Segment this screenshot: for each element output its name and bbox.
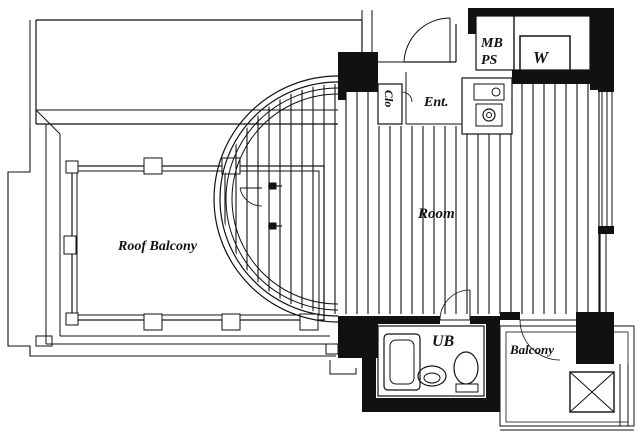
balcony-label: Balcony [509, 342, 554, 357]
washer-label: W [533, 48, 550, 67]
right-window [599, 92, 613, 312]
pipe-space-label: PS [481, 53, 498, 68]
unit-bath-label: UB [432, 333, 455, 350]
entrance [361, 10, 462, 125]
kitchen [461, 77, 513, 135]
room-area [222, 78, 600, 314]
closet-label: Clo [382, 90, 396, 107]
entrance-label: Ent. [423, 95, 449, 110]
walls [338, 8, 614, 412]
roof-balcony-label: Roof Balcony [117, 239, 198, 254]
unit-bath [377, 289, 485, 397]
room-label: Room [417, 206, 455, 222]
utility-block [475, 15, 591, 77]
meter-box-label: MB [480, 36, 503, 51]
small-balcony [499, 319, 635, 431]
bay-window [213, 75, 339, 323]
